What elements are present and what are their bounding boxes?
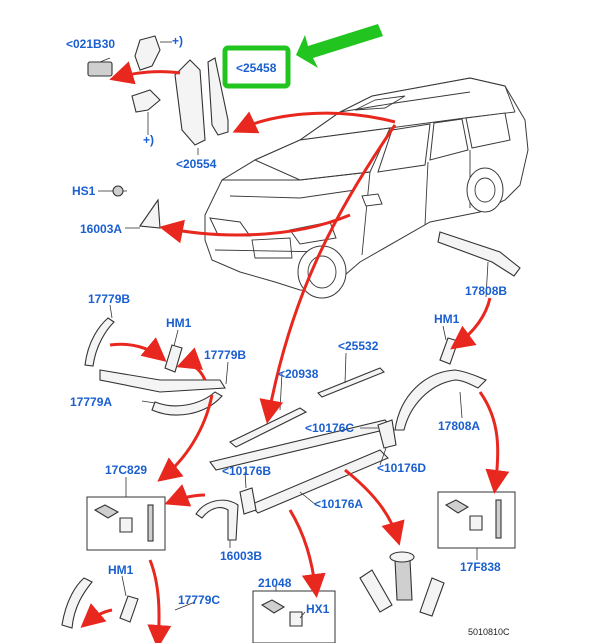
hinge-top-part: [134, 35, 172, 71]
wheel-arch-17779B: [84, 317, 115, 367]
label-HM1-a: HM1: [166, 316, 192, 330]
label-17808B: 17808B: [465, 284, 507, 298]
screw-HS1: [112, 185, 127, 197]
moulding-17779A: [99, 369, 226, 393]
label-HX1: HX1: [306, 602, 330, 616]
fastener-box-17F838: [437, 491, 516, 549]
clip-HM1-a: [164, 344, 183, 373]
label-17808A: 17808A: [438, 419, 480, 433]
hinge-bottom-part: [131, 89, 161, 135]
label-10176C: <10176C: [305, 421, 354, 435]
label-plus-bottom: +): [143, 133, 154, 147]
end-cap-10176D: [377, 419, 397, 449]
label-21048: 21048: [258, 576, 292, 590]
pillar-trim-20554: [174, 59, 206, 146]
label-17779A: 17779A: [70, 395, 112, 409]
wheel-arch-17808A: [394, 369, 488, 431]
label-17C829: 17C829: [105, 463, 147, 477]
arch-16003B: [195, 499, 239, 541]
fastener-box-17C829: [86, 496, 166, 551]
label-HM1-c: HM1: [108, 563, 134, 577]
car-illustration: [204, 77, 529, 299]
label-20938: <20938: [278, 367, 319, 381]
end-cap-10176B: [239, 487, 257, 515]
label-25458: <25458: [236, 61, 277, 75]
clip-HM1-c: [119, 595, 139, 623]
label-10176D: <10176D: [377, 461, 426, 475]
leader-lines: [98, 57, 489, 619]
label-plus-top: +): [172, 34, 183, 48]
label-17779C: 17779C: [178, 593, 220, 607]
strip-25532: [317, 367, 385, 398]
mirror-cover-16003A: [139, 198, 161, 229]
sealant-tubes: [359, 551, 445, 617]
label-16003A: 16003A: [80, 222, 122, 236]
clip-HM1-b: [439, 337, 459, 365]
bracket-021B30: [87, 61, 113, 77]
highlight-arrow: [296, 24, 383, 68]
wheel-arch-17779C: [61, 577, 93, 629]
label-021B30: <021B30: [66, 37, 115, 51]
highlight-callout: [222, 24, 383, 89]
label-20554: <20554: [176, 157, 217, 171]
label-16003B: 16003B: [220, 549, 262, 563]
document-reference: 5010810C: [468, 627, 510, 637]
label-HM1-b: HM1: [434, 312, 460, 326]
label-17779B-right: 17779B: [204, 348, 246, 362]
label-10176A: <10176A: [314, 497, 363, 511]
moulding-17779A-lower: [151, 391, 223, 416]
highlight-box: [222, 45, 291, 89]
label-17F838: 17F838: [460, 560, 501, 574]
body-side-17808B: [437, 231, 521, 277]
red-arrows: [80, 61, 510, 643]
label-10176B: <10176B: [222, 464, 271, 478]
label-17779B-top: 17779B: [88, 292, 130, 306]
fastener-box-21048: [252, 590, 336, 643]
label-25532: <25532: [338, 339, 379, 353]
pillar-trim-25458: [207, 57, 229, 136]
labels: <021B30 +) <25458 +) <20554 HS1 16003A 1…: [66, 34, 510, 637]
label-HS1: HS1: [72, 184, 96, 198]
